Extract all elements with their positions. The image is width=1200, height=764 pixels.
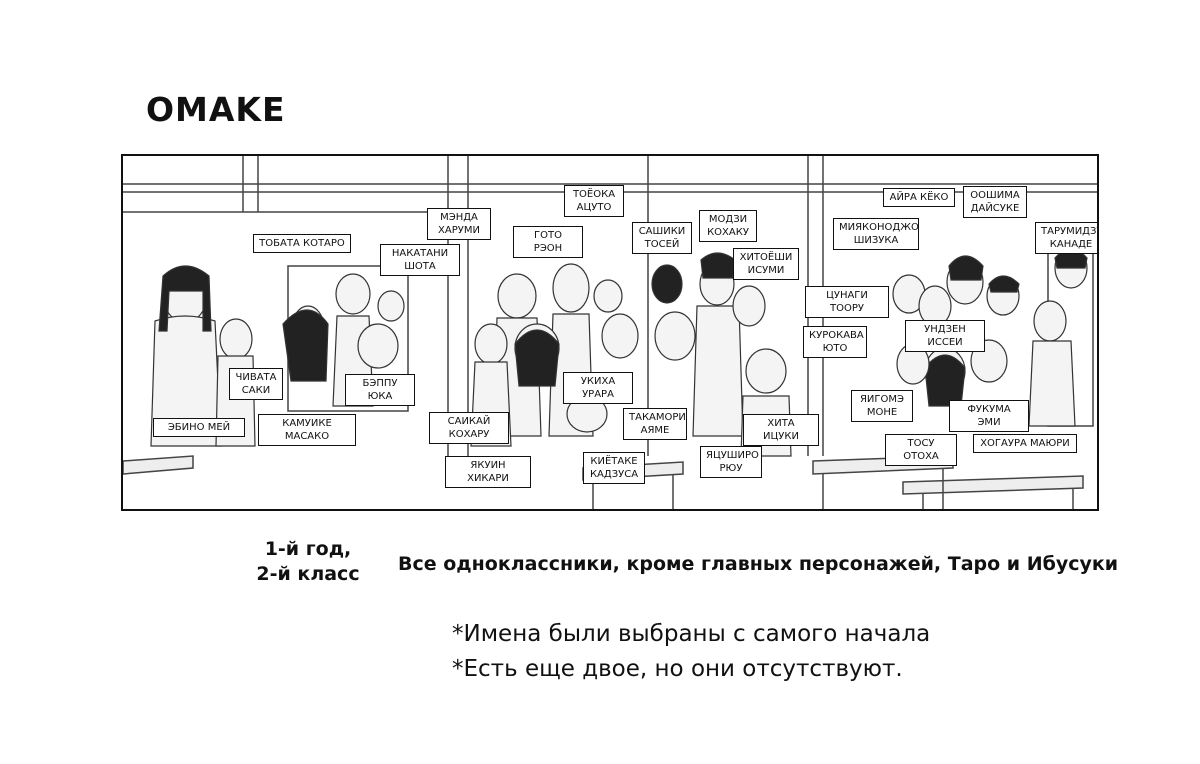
note-2: *Есть еще двое, но они отсутствуют. — [452, 656, 903, 682]
label-tsunagi-toru: ЦУНАГИ ТООРУ — [805, 286, 889, 318]
label-chivata-saki: ЧИВАТА САКИ — [229, 368, 283, 400]
label-kiyotake-kadzusa: КИЁТАКЕ КАДЗУСА — [583, 452, 645, 484]
classroom-illustration — [123, 156, 1097, 509]
label-fukuma-emi: ФУКУМА ЭМИ — [949, 400, 1029, 432]
label-saikai-koharu: САИКАЙ КОХАРУ — [429, 412, 509, 444]
caption: Все одноклассники, кроме главных персона… — [398, 553, 1119, 575]
label-yaigome-mone: ЯИГОМЭ МОНЕ — [851, 390, 913, 422]
label-kurokawa-yuto: КУРОКАВА ЮТО — [803, 326, 867, 358]
label-tobata-kotaro: ТОБАТА КОТАРО — [253, 234, 351, 253]
label-sashiki-tosei: САШИКИ ТОСЕЙ — [632, 222, 692, 254]
label-kamuike-masako: КАМУИКЕ МАСАКО — [258, 414, 356, 446]
label-takamori-ayame: ТАКАМОРИ АЯМЕ — [623, 408, 687, 440]
label-undzen-issei: УНДЗЕН ИССЕИ — [905, 320, 985, 352]
label-hita-itsuki: ХИТА ИЦУКИ — [743, 414, 819, 446]
label-tarumidzu-kanade: ТАРУМИДЗУ КАНАДЕ — [1035, 222, 1097, 254]
note-1: *Имена были выбраны с самого начала — [452, 621, 931, 647]
manga-panel: ЭБИНО МЕЙ ЧИВАТА САКИ ТОБАТА КОТАРО КАМУ… — [121, 154, 1099, 511]
omake-title: OMAKE — [146, 90, 286, 129]
label-goto-ren: ГОТО РЭОН — [513, 226, 583, 258]
label-yatsushiro-ryu: ЯЦУШИРО РЮУ — [700, 446, 762, 478]
label-modzi-kohaku: МОДЗИ КОХАКУ — [699, 210, 757, 242]
label-hitoyoshi-isumi: ХИТОЁШИ ИСУМИ — [733, 248, 799, 280]
label-ukiha-urara: УКИХА УРАРА — [563, 372, 633, 404]
label-ooshima-daisuke: ООШИМА ДАЙСУКЕ — [963, 186, 1027, 218]
label-tosu-otoha: ТОСУ ОТОХА — [885, 434, 957, 466]
label-miyakonodjo-shizuka: МИЯКОНОДЖО ШИЗУКА — [833, 218, 919, 250]
label-beppu-yuka: БЭППУ ЮКА — [345, 374, 415, 406]
label-toyoka-atsuto: ТОЁОКА АЦУТО — [564, 185, 624, 217]
label-ebino-mei: ЭБИНО МЕЙ — [153, 418, 245, 437]
label-nakatani-shota: НАКАТАНИ ШОТА — [380, 244, 460, 276]
label-hogaura-mayuri: ХОГАУРА МАЮРИ — [973, 434, 1077, 453]
year-class-label: 1-й год, 2-й класс — [256, 538, 360, 585]
label-aira-kyoko: АЙРА КЁКО — [883, 188, 955, 207]
label-menda-harumi: МЭНДА ХАРУМИ — [427, 208, 491, 240]
label-yakuin-hikari: ЯКУИН ХИКАРИ — [445, 456, 531, 488]
